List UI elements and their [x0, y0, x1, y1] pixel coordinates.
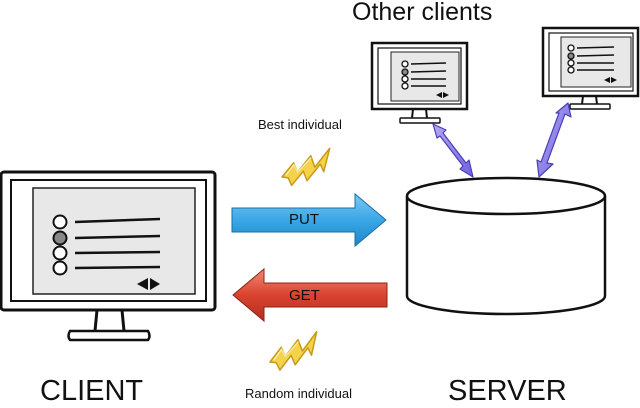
lightning-icon	[277, 147, 336, 188]
random-individual-label: Random individual	[245, 386, 352, 401]
other-client-monitor-1	[370, 41, 469, 124]
other-clients-title: Other clients	[352, 0, 493, 26]
get-arrow	[232, 267, 388, 323]
server-label: SERVER	[448, 375, 567, 407]
other-client-monitor-2	[541, 26, 640, 110]
put-arrow	[231, 192, 387, 248]
put-label: PUT	[289, 211, 319, 228]
client-monitor	[0, 170, 217, 342]
best-individual-label: Best individual	[258, 117, 342, 132]
double-arrow-icon	[432, 102, 572, 178]
server-database-icon	[405, 176, 607, 316]
scroll-arrows-icon	[137, 278, 148, 290]
get-label: GET	[289, 287, 320, 304]
client-label: CLIENT	[40, 375, 144, 407]
lightning-icon	[265, 330, 324, 373]
